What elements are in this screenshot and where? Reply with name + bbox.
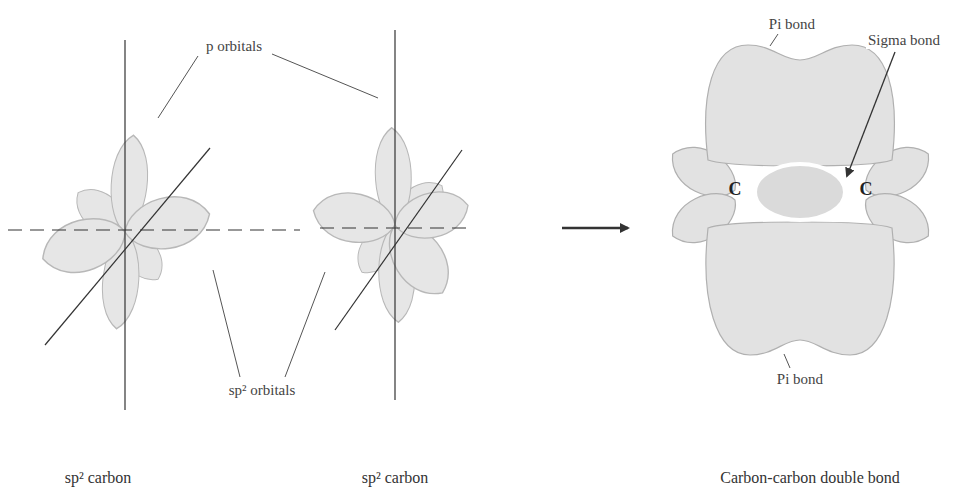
double-bond — [662, 45, 939, 355]
caption-label: sp² carbon — [63, 468, 134, 487]
leader-line — [770, 34, 778, 46]
axes-right — [335, 30, 462, 400]
axis-dashed — [320, 227, 470, 228]
bond-label: Pi bond — [775, 370, 825, 388]
axis-dashed — [8, 229, 300, 230]
orbital-label: sp² orbitals — [227, 381, 298, 399]
caption-label: sp² carbon — [360, 468, 431, 487]
leader-lines — [158, 54, 378, 377]
orbital-label: p orbitals — [204, 37, 264, 55]
bond-label: Sigma bond — [866, 31, 942, 49]
sp2-carbon-right — [309, 127, 474, 323]
atom-symbol: C — [727, 179, 744, 201]
reaction-arrow — [562, 227, 628, 230]
sigma-pointer — [847, 52, 895, 176]
caption-label: Carbon-carbon double bond — [718, 468, 902, 487]
leader-line — [784, 354, 790, 368]
atom-symbol: C — [858, 179, 875, 201]
axes-left — [45, 40, 210, 410]
bond-label: Pi bond — [767, 15, 817, 33]
